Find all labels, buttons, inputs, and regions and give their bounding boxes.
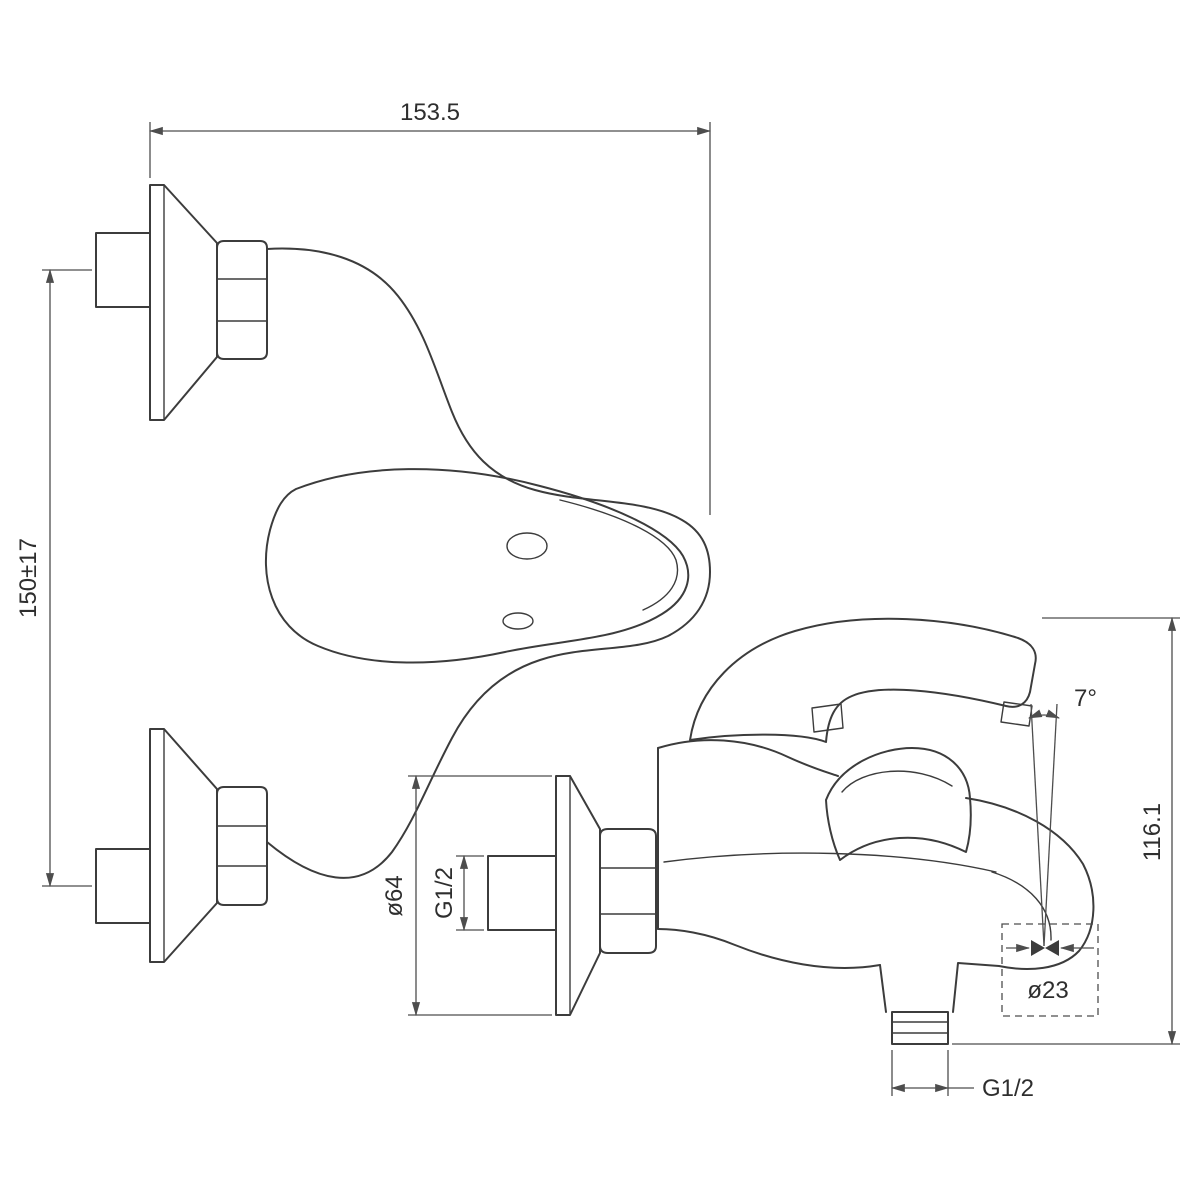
top-wall-pipe xyxy=(95,232,151,308)
lever-handle-inner-line xyxy=(559,499,679,611)
front-view-faucet xyxy=(95,184,711,963)
aerator-section-mark xyxy=(1045,940,1059,956)
lever-handle-side xyxy=(689,617,1037,743)
dim-label-spout-angle: 7° xyxy=(1074,685,1097,712)
dim-label-flange-diameter: ø64 xyxy=(381,875,408,916)
body-right-edge xyxy=(952,797,1095,1013)
dim-label-wall-thread: G1/2 xyxy=(431,867,458,919)
dim-spout-angle: 7° xyxy=(1027,685,1097,947)
handle-tip-tab xyxy=(1000,701,1033,727)
handle-pivot-block xyxy=(811,703,844,733)
body-bottom-edge xyxy=(657,928,881,969)
side-view-faucet xyxy=(487,617,1095,1045)
dim-aerator-diameter: ø23 xyxy=(1001,923,1099,1017)
aerator-section-mark xyxy=(1031,940,1045,956)
side-hex-nut xyxy=(599,828,657,954)
dim-mount-spacing: 150±17 xyxy=(15,268,92,888)
bottom-flange xyxy=(149,728,218,963)
dim-label-aerator-diameter: ø23 xyxy=(1027,977,1068,1004)
cartridge-dome-inner-line xyxy=(841,770,953,793)
handle-lower-detail xyxy=(502,612,534,630)
dimensions: 153.5 150±17 ø64 G1/2 116.1 xyxy=(15,99,1180,1102)
dim-label-overall-width: 153.5 xyxy=(400,99,460,126)
top-flange xyxy=(149,184,218,421)
handle-screw-cap xyxy=(506,532,548,560)
dim-overall-width: 153.5 xyxy=(148,99,712,515)
body-top-edge xyxy=(657,739,839,777)
top-hex-nut xyxy=(216,240,268,360)
dim-label-mount-spacing: 150±17 xyxy=(15,538,42,618)
dim-outlet-thread: G1/2 xyxy=(890,1050,1034,1102)
spout-left-edge xyxy=(879,964,887,1013)
bottom-wall-pipe xyxy=(95,848,151,924)
outlet-thread xyxy=(891,1011,949,1045)
lever-handle-front xyxy=(264,468,690,664)
faucet-body-front xyxy=(266,247,711,879)
aerator-detail-box xyxy=(1001,923,1099,1017)
side-wall-pipe xyxy=(487,855,557,931)
bottom-hex-nut xyxy=(216,786,268,906)
cartridge-dome xyxy=(825,747,972,861)
dim-label-outlet-thread: G1/2 xyxy=(982,1075,1034,1102)
dim-wall-thread: G1/2 xyxy=(431,854,484,932)
dim-overall-depth: 116.1 xyxy=(952,616,1180,1046)
side-flange xyxy=(555,775,601,1016)
dim-flange-diameter: ø64 xyxy=(381,774,552,1017)
body-seam-line xyxy=(663,852,997,873)
dim-label-overall-depth: 116.1 xyxy=(1139,803,1166,861)
diverter-inner-arc xyxy=(991,871,1052,941)
